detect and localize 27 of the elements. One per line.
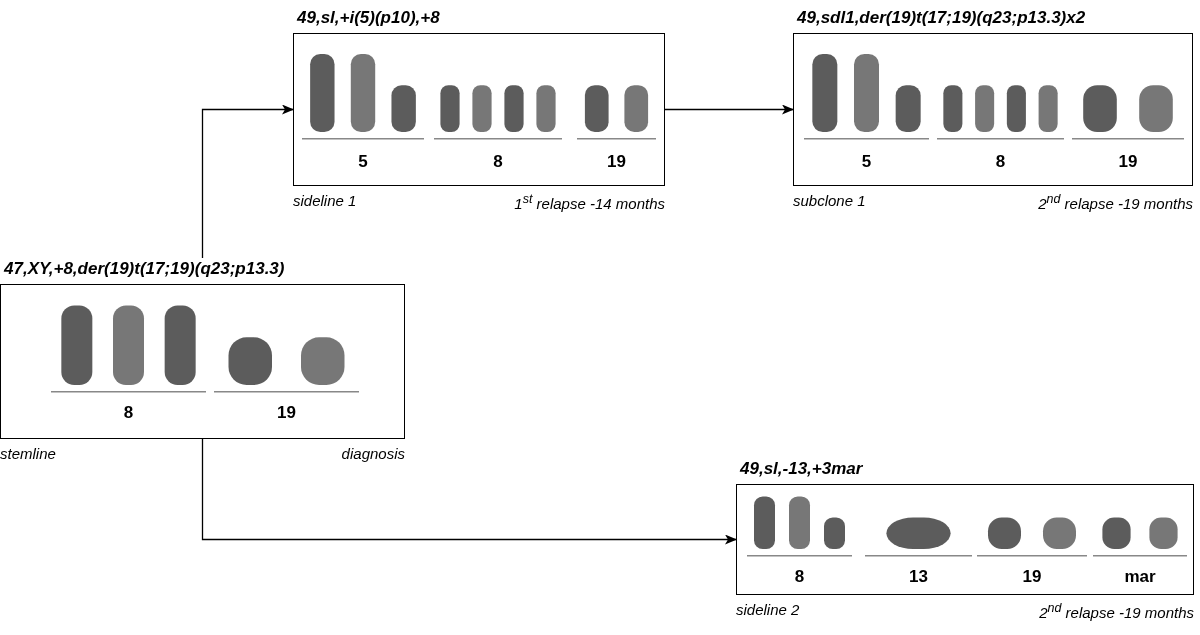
chromosome-number: 19 <box>1022 567 1042 587</box>
chromosome-number: 19 <box>1118 152 1138 172</box>
chromosome-number: 19 <box>277 403 296 423</box>
node-label: subclone 1 <box>793 192 866 211</box>
chromosome-number: 8 <box>123 403 134 423</box>
chromosome-number: mar <box>1124 567 1156 587</box>
chromosome-number: 8 <box>794 567 805 587</box>
node-label: 2$^{nd}$ relapse -19 months <box>1038 192 1193 212</box>
karyotype-heading: 49,sl,+i(5)(p10),+8 <box>297 7 440 29</box>
chromosome-number: 5 <box>358 152 368 172</box>
chromosome-number: 8 <box>493 152 503 172</box>
chromosome-number: 19 <box>607 152 626 172</box>
arrow <box>201 104 294 259</box>
arrow <box>664 104 794 115</box>
node-label: diagnosis <box>341 445 405 462</box>
node-label: 2$^{nd}$ relapse -19 months <box>1039 601 1194 621</box>
node-label: 1$^{st}$ relapse -14 months <box>514 192 665 212</box>
karyotype-heading: 49,sdl1,der(19)t(17;19)(q23;p13.3)x2 <box>797 7 1086 29</box>
chromosome-number: 5 <box>861 152 872 172</box>
arrow <box>201 438 737 545</box>
node-label: sideline 2 <box>736 601 800 620</box>
karyotype-heading: 47,XY,+8,der(19)t(17;19)(q23;p13.3) <box>4 258 285 280</box>
karyotype-heading: 49,sl,-13,+3mar <box>740 458 863 480</box>
node-label: sideline 1 <box>293 192 357 211</box>
chromosome-number: 13 <box>909 567 928 587</box>
chromosome-number: 8 <box>995 152 1006 172</box>
node-label: stemline <box>0 445 56 462</box>
